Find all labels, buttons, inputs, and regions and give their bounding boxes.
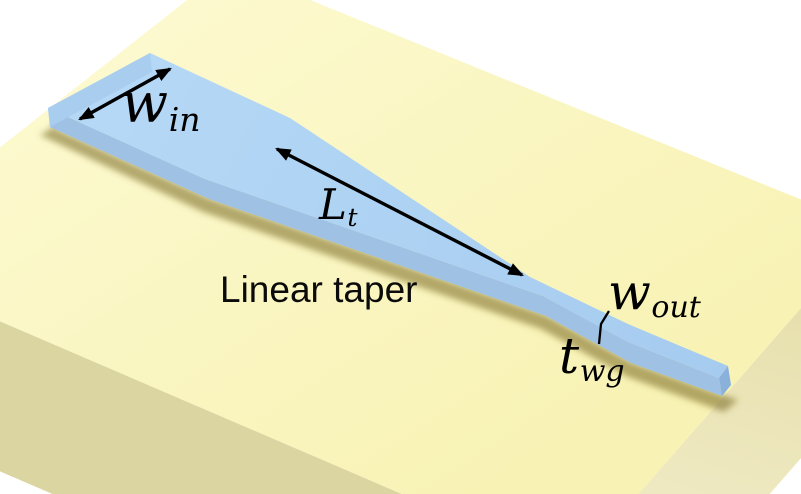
waveguide-shadow <box>40 71 738 412</box>
substrate-left-face <box>0 321 402 494</box>
taper-length-arrow <box>275 147 524 277</box>
cross-section-tick <box>597 310 610 345</box>
taper-length-label: Lt <box>319 180 358 233</box>
input-width-label: win <box>121 71 201 140</box>
figure-caption: Linear taper <box>220 269 418 310</box>
output-width-label: wout <box>608 263 701 326</box>
waveguide-output-facet <box>719 366 731 396</box>
input-width-arrow <box>78 67 172 121</box>
thickness-label: twg <box>559 327 625 390</box>
